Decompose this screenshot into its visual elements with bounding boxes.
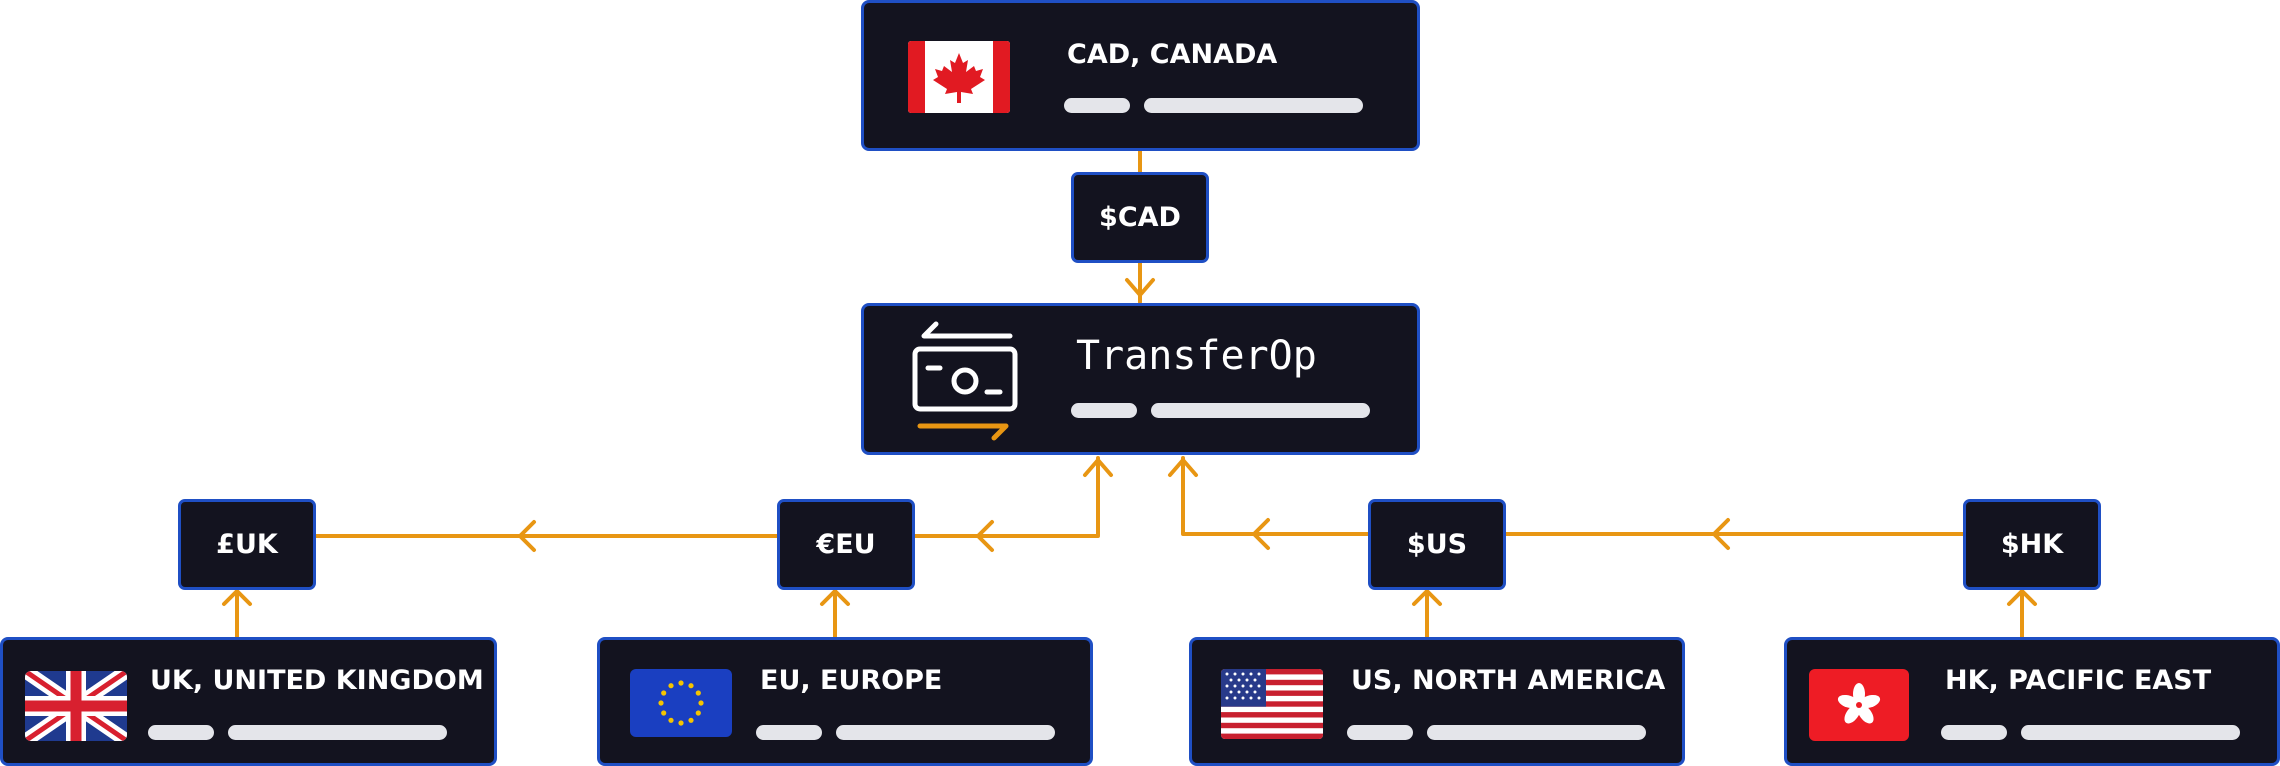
us-country-card: US, NORTH AMERICA [1189,637,1685,766]
us-flag-icon [1221,669,1323,739]
hk-flag-icon [1809,669,1909,741]
uk-country-card: UK, UNITED KINGDOM [0,637,497,766]
placeholder-bar-short [1064,98,1130,113]
canada-flag-icon [908,41,1010,113]
uk-country-title: UK, UNITED KINGDOM [150,665,484,696]
eu-currency-badge: €EU [777,499,915,590]
placeholder-bar-short [1941,725,2007,740]
money-transfer-icon [908,318,1028,443]
eu-country-title: EU, EUROPE [760,665,943,696]
placeholder-bar-short [148,725,214,740]
placeholder-bar-long [1427,725,1646,740]
source-currency-badge: $CAD [1071,172,1209,263]
placeholder-bar-long [1151,403,1370,418]
placeholder-bar-long [228,725,447,740]
placeholder-bar-long [2021,725,2240,740]
us-country-title: US, NORTH AMERICA [1351,665,1666,696]
uk-flag-icon [25,671,127,741]
placeholder-bar-short [756,725,822,740]
uk-currency-badge: £UK [178,499,316,590]
us-currency-badge: $US [1368,499,1506,590]
source-country-card: CAD, CANADA [861,0,1420,151]
eu-country-card: EU, EUROPE [597,637,1093,766]
source-country-title: CAD, CANADA [1067,39,1278,70]
placeholder-bar-short [1071,403,1137,418]
transfer-hub-card: TransferOp [861,303,1420,455]
hk-currency-badge: $HK [1963,499,2101,590]
placeholder-bar-long [1144,98,1363,113]
hub-name: TransferOp [1076,333,1317,379]
placeholder-bar-short [1347,725,1413,740]
hk-country-card: HK, PACIFIC EAST [1784,637,2280,766]
hk-country-title: HK, PACIFIC EAST [1945,665,2212,696]
placeholder-bar-long [836,725,1055,740]
eu-flag-icon [630,669,732,737]
